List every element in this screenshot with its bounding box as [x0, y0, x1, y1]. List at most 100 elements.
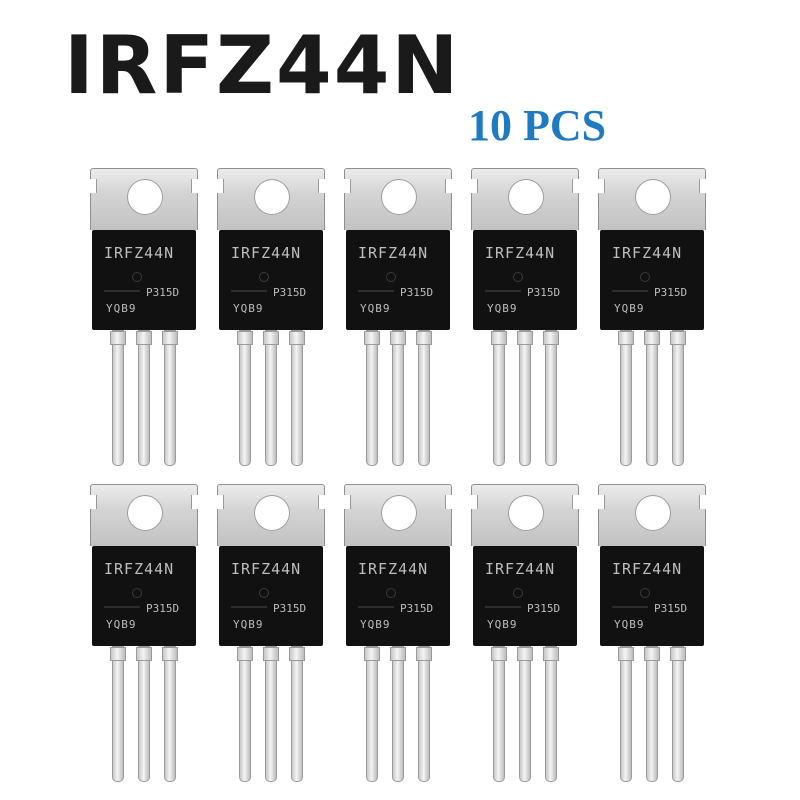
source-lead: [289, 330, 305, 466]
drain-lead: [644, 646, 660, 782]
part-marking: IRFZ44N: [485, 560, 556, 578]
heatsink-tab: [344, 484, 452, 546]
tab-notch: [318, 179, 325, 193]
date-code: YQB9: [614, 618, 645, 631]
dash-mark: [358, 606, 394, 608]
transistor-body: IRFZ44N P315D YQB9: [92, 230, 196, 330]
tab-notch: [217, 495, 224, 509]
tab-notch: [90, 495, 97, 509]
transistor-body: IRFZ44N P315D YQB9: [600, 230, 704, 330]
gate-lead: [364, 646, 380, 782]
drain-lead: [390, 330, 406, 466]
logo-mark: [259, 588, 269, 598]
tab-notch: [344, 495, 351, 509]
source-lead: [289, 646, 305, 782]
dash-mark: [358, 290, 394, 292]
lot-code: P315D: [527, 602, 561, 615]
logo-mark: [640, 588, 650, 598]
tab-notch: [699, 495, 706, 509]
mounting-hole: [635, 179, 671, 215]
drain-lead: [517, 646, 533, 782]
transistor-body: IRFZ44N P315D YQB9: [346, 546, 450, 646]
tab-notch: [471, 179, 478, 193]
drain-lead: [136, 646, 152, 782]
tab-notch: [572, 495, 579, 509]
source-lead: [416, 646, 432, 782]
lot-code: P315D: [654, 286, 688, 299]
tab-notch: [699, 179, 706, 193]
transistor-8: IRFZ44N P315D YQB9: [344, 484, 452, 786]
dash-mark: [231, 606, 267, 608]
transistor-body: IRFZ44N P315D YQB9: [219, 546, 323, 646]
date-code: YQB9: [360, 618, 391, 631]
dash-mark: [231, 290, 267, 292]
tab-notch: [598, 179, 605, 193]
gate-lead: [237, 330, 253, 466]
date-code: YQB9: [614, 302, 645, 315]
date-code: YQB9: [360, 302, 391, 315]
part-marking: IRFZ44N: [104, 244, 175, 262]
tab-notch: [90, 179, 97, 193]
source-lead: [543, 330, 559, 466]
lot-code: P315D: [146, 286, 180, 299]
transistor-body: IRFZ44N P315D YQB9: [346, 230, 450, 330]
lot-code: P315D: [527, 286, 561, 299]
mounting-hole: [254, 495, 290, 531]
transistor-4: IRFZ44N P315D YQB9: [471, 168, 579, 470]
transistor-6: IRFZ44N P315D YQB9: [90, 484, 198, 786]
dash-mark: [612, 606, 648, 608]
transistor-body: IRFZ44N P315D YQB9: [219, 230, 323, 330]
gate-lead: [491, 646, 507, 782]
gate-lead: [618, 330, 634, 466]
drain-lead: [263, 646, 279, 782]
logo-mark: [513, 272, 523, 282]
heatsink-tab: [90, 168, 198, 230]
logo-mark: [132, 272, 142, 282]
transistor-body: IRFZ44N P315D YQB9: [473, 230, 577, 330]
part-marking: IRFZ44N: [358, 244, 429, 262]
dash-mark: [104, 606, 140, 608]
logo-mark: [513, 588, 523, 598]
lot-code: P315D: [273, 286, 307, 299]
source-lead: [543, 646, 559, 782]
logo-mark: [386, 272, 396, 282]
heatsink-tab: [471, 168, 579, 230]
source-lead: [162, 646, 178, 782]
date-code: YQB9: [487, 302, 518, 315]
transistor-10: IRFZ44N P315D YQB9: [598, 484, 706, 786]
gate-lead: [110, 330, 126, 466]
transistor-body: IRFZ44N P315D YQB9: [473, 546, 577, 646]
tab-notch: [471, 495, 478, 509]
product-title: IRFZ44N: [64, 19, 461, 112]
date-code: YQB9: [106, 302, 137, 315]
drain-lead: [390, 646, 406, 782]
transistor-2: IRFZ44N P315D YQB9: [217, 168, 325, 470]
part-marking: IRFZ44N: [485, 244, 556, 262]
part-marking: IRFZ44N: [231, 244, 302, 262]
transistor-1: IRFZ44N P315D YQB9: [90, 168, 198, 470]
transistor-body: IRFZ44N P315D YQB9: [600, 546, 704, 646]
lot-code: P315D: [400, 602, 434, 615]
part-marking: IRFZ44N: [612, 244, 683, 262]
drain-lead: [644, 330, 660, 466]
drain-lead: [517, 330, 533, 466]
gate-lead: [618, 646, 634, 782]
part-marking: IRFZ44N: [231, 560, 302, 578]
heatsink-tab: [90, 484, 198, 546]
heatsink-tab: [217, 168, 325, 230]
mounting-hole: [381, 495, 417, 531]
tab-notch: [191, 495, 198, 509]
tab-notch: [217, 179, 224, 193]
drain-lead: [136, 330, 152, 466]
logo-mark: [386, 588, 396, 598]
heatsink-tab: [217, 484, 325, 546]
source-lead: [162, 330, 178, 466]
lot-code: P315D: [400, 286, 434, 299]
part-marking: IRFZ44N: [612, 560, 683, 578]
gate-lead: [364, 330, 380, 466]
tab-notch: [344, 179, 351, 193]
tab-notch: [318, 495, 325, 509]
dash-mark: [104, 290, 140, 292]
date-code: YQB9: [233, 302, 264, 315]
transistor-5: IRFZ44N P315D YQB9: [598, 168, 706, 470]
